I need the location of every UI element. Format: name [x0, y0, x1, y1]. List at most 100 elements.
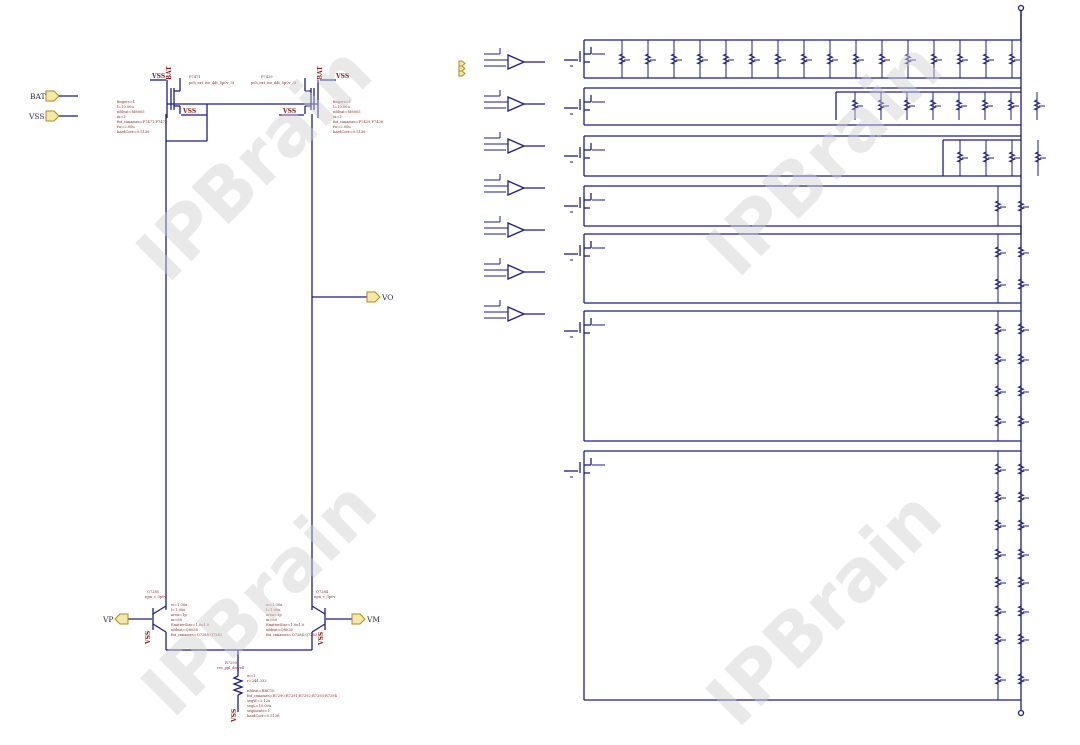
svg-text:fnt_cxnames=R7290;R7291;R7292;: fnt_cxnames=R7290;R7291;R7292;R7293;R729…	[247, 694, 338, 698]
resistor-icon	[1017, 605, 1025, 617]
vss-label-tr2: VSS	[282, 108, 296, 115]
res-name: R7290	[225, 661, 238, 665]
svg-text:nfdeat=M8005: nfdeat=M8005	[333, 110, 361, 114]
resistor-icon	[994, 323, 1002, 335]
resistor-icon	[644, 53, 652, 65]
vss-pin-label: VSS	[28, 112, 45, 121]
buffer-icon[interactable]	[507, 180, 526, 196]
svg-text:IPBrain: IPBrain	[690, 24, 958, 292]
vp-pin[interactable]: VP	[102, 613, 129, 625]
buffer-icon[interactable]	[507, 306, 526, 322]
resistor-icon	[1017, 633, 1025, 645]
svg-text:segments=1: segments=1	[247, 709, 270, 713]
vss-label-res: VSS	[231, 709, 238, 723]
resistor-icon	[878, 53, 886, 65]
resistor-icon	[955, 99, 963, 111]
resistor-icon	[1017, 673, 1025, 685]
svg-text:fnt_cxnames=P7429;P7428: fnt_cxnames=P7429;P7428	[333, 120, 384, 124]
resistor-icon	[994, 576, 1002, 588]
resistor-icon	[956, 53, 964, 65]
pmos-right[interactable]: VSS BAT P7429 pch_ext_iso_ddt_5p0v_3t fi…	[251, 66, 384, 134]
resistor-icon	[956, 151, 964, 163]
resistor-icon	[994, 200, 1002, 212]
npn-left-name: Q7285	[147, 590, 160, 594]
svg-text:IPBrain: IPBrain	[120, 29, 388, 297]
resistor-icon	[930, 53, 938, 65]
svg-text:segW=2.12u: segW=2.12u	[247, 699, 271, 703]
bottom-terminal[interactable]	[1017, 709, 1025, 717]
npn-right[interactable]: VSS Q7284 npn_c_3p0v w=1.00u l=1.00u are…	[266, 590, 352, 650]
resistor-icon	[748, 53, 756, 65]
resistor-icon	[994, 548, 1002, 560]
npn-left[interactable]: VSS Q7285 npn_c_3p0v w=1.00u l=1.00u are…	[128, 590, 222, 650]
resistor-icon	[722, 53, 730, 65]
resistor-icon	[670, 53, 678, 65]
svg-text:w=1.00u: w=1.00u	[171, 603, 188, 607]
resistor-icon	[1017, 246, 1025, 258]
vo-pin-label: VO	[381, 293, 393, 302]
res-params-top: w=1 r=244.333	[247, 674, 267, 683]
vss-label-tl1: VSS	[151, 73, 165, 80]
svg-text:EmitterSize=1.0u1.0: EmitterSize=1.0u1.0	[266, 623, 305, 627]
select-bus-pins[interactable]	[458, 60, 466, 77]
resistor-icon	[1008, 53, 1016, 65]
bat-pin[interactable]: BAT	[30, 90, 78, 102]
svg-text:l=1.00u: l=1.00u	[171, 608, 186, 612]
resistor-icon	[994, 633, 1002, 645]
watermark-layer: IPBrain IPBrain IPBrain IPBrain	[120, 24, 958, 742]
resistor-icon	[1033, 99, 1041, 111]
vss-pin[interactable]: VSS	[28, 110, 78, 122]
buffer-icon[interactable]	[507, 54, 526, 70]
vm-pin[interactable]: VM	[351, 613, 380, 625]
resistor-icon	[1034, 151, 1042, 163]
svg-text:fnt_cxnames=P7471;P7472: fnt_cxnames=P7471;P7472	[117, 120, 167, 124]
svg-text:nfdeat=RRC10: nfdeat=RRC10	[247, 689, 275, 693]
resistor-ladder	[458, 4, 1046, 717]
top-terminal[interactable]	[1017, 4, 1025, 12]
pmos-left[interactable]: VSS BAT P7471 pch_ext_iso_ddt_5p0v_3t fi…	[117, 66, 235, 134]
resistor-icon	[1017, 463, 1025, 475]
resistor-icon	[800, 53, 808, 65]
bat-label-left: BAT	[166, 66, 173, 80]
resistor-icon	[994, 463, 1002, 475]
svg-text:hardCorr=0.5136: hardCorr=0.5136	[247, 714, 280, 718]
resistor-icon	[1017, 491, 1025, 503]
resistor-icon	[929, 99, 937, 111]
resistor-icon	[982, 151, 990, 163]
resistor-icon	[994, 385, 1002, 397]
svg-text:w=1: w=1	[247, 674, 255, 678]
vp-pin-label: VP	[102, 615, 113, 624]
buffer-icon[interactable]	[507, 96, 526, 112]
resistor-icon	[1007, 99, 1015, 111]
buffer-icon[interactable]	[507, 222, 526, 238]
svg-text:l=10.00u: l=10.00u	[117, 105, 134, 109]
resistor-icon	[994, 491, 1002, 503]
svg-text:m=60: m=60	[171, 618, 183, 622]
pmos-left-params: fingers=1 l=10.00u nfdeat=M8005 m=2 fnt_…	[117, 100, 167, 134]
buffer-icon[interactable]	[507, 264, 526, 280]
resistor-icon	[1017, 519, 1025, 531]
svg-text:fnt_cxnames=Q7284;Q7283: fnt_cxnames=Q7284;Q7283	[266, 633, 318, 637]
resistor-icon	[1017, 278, 1025, 290]
resistor-icon	[774, 53, 782, 65]
resistor-icon	[994, 278, 1002, 290]
vss-label-tr1: VSS	[335, 73, 349, 80]
tail-resistor[interactable]: VSS R7290 res_ppl_dnwell w=1 r=244.333 n…	[217, 661, 338, 723]
svg-text:fw=2.00u: fw=2.00u	[333, 125, 351, 129]
resistor-icon	[1017, 323, 1025, 335]
svg-text:area=1p: area=1p	[266, 613, 282, 617]
resistor-icon	[994, 605, 1002, 617]
bat-pin-label: BAT	[30, 92, 46, 101]
resistor-icon	[994, 415, 1002, 427]
vss-label-tl2: VSS	[182, 108, 196, 115]
buffer-icon[interactable]	[507, 138, 526, 154]
resistor-icon	[982, 53, 990, 65]
vo-pin[interactable]: VO	[312, 291, 393, 303]
resistor-icon	[994, 246, 1002, 258]
vss-label-br: VSS	[318, 632, 325, 646]
svg-text:EmitterSize=1.0u1.0: EmitterSize=1.0u1.0	[171, 623, 210, 627]
resistor-icon	[1017, 385, 1025, 397]
svg-text:r=244.333: r=244.333	[247, 679, 267, 683]
resistor-icon	[1017, 548, 1025, 560]
